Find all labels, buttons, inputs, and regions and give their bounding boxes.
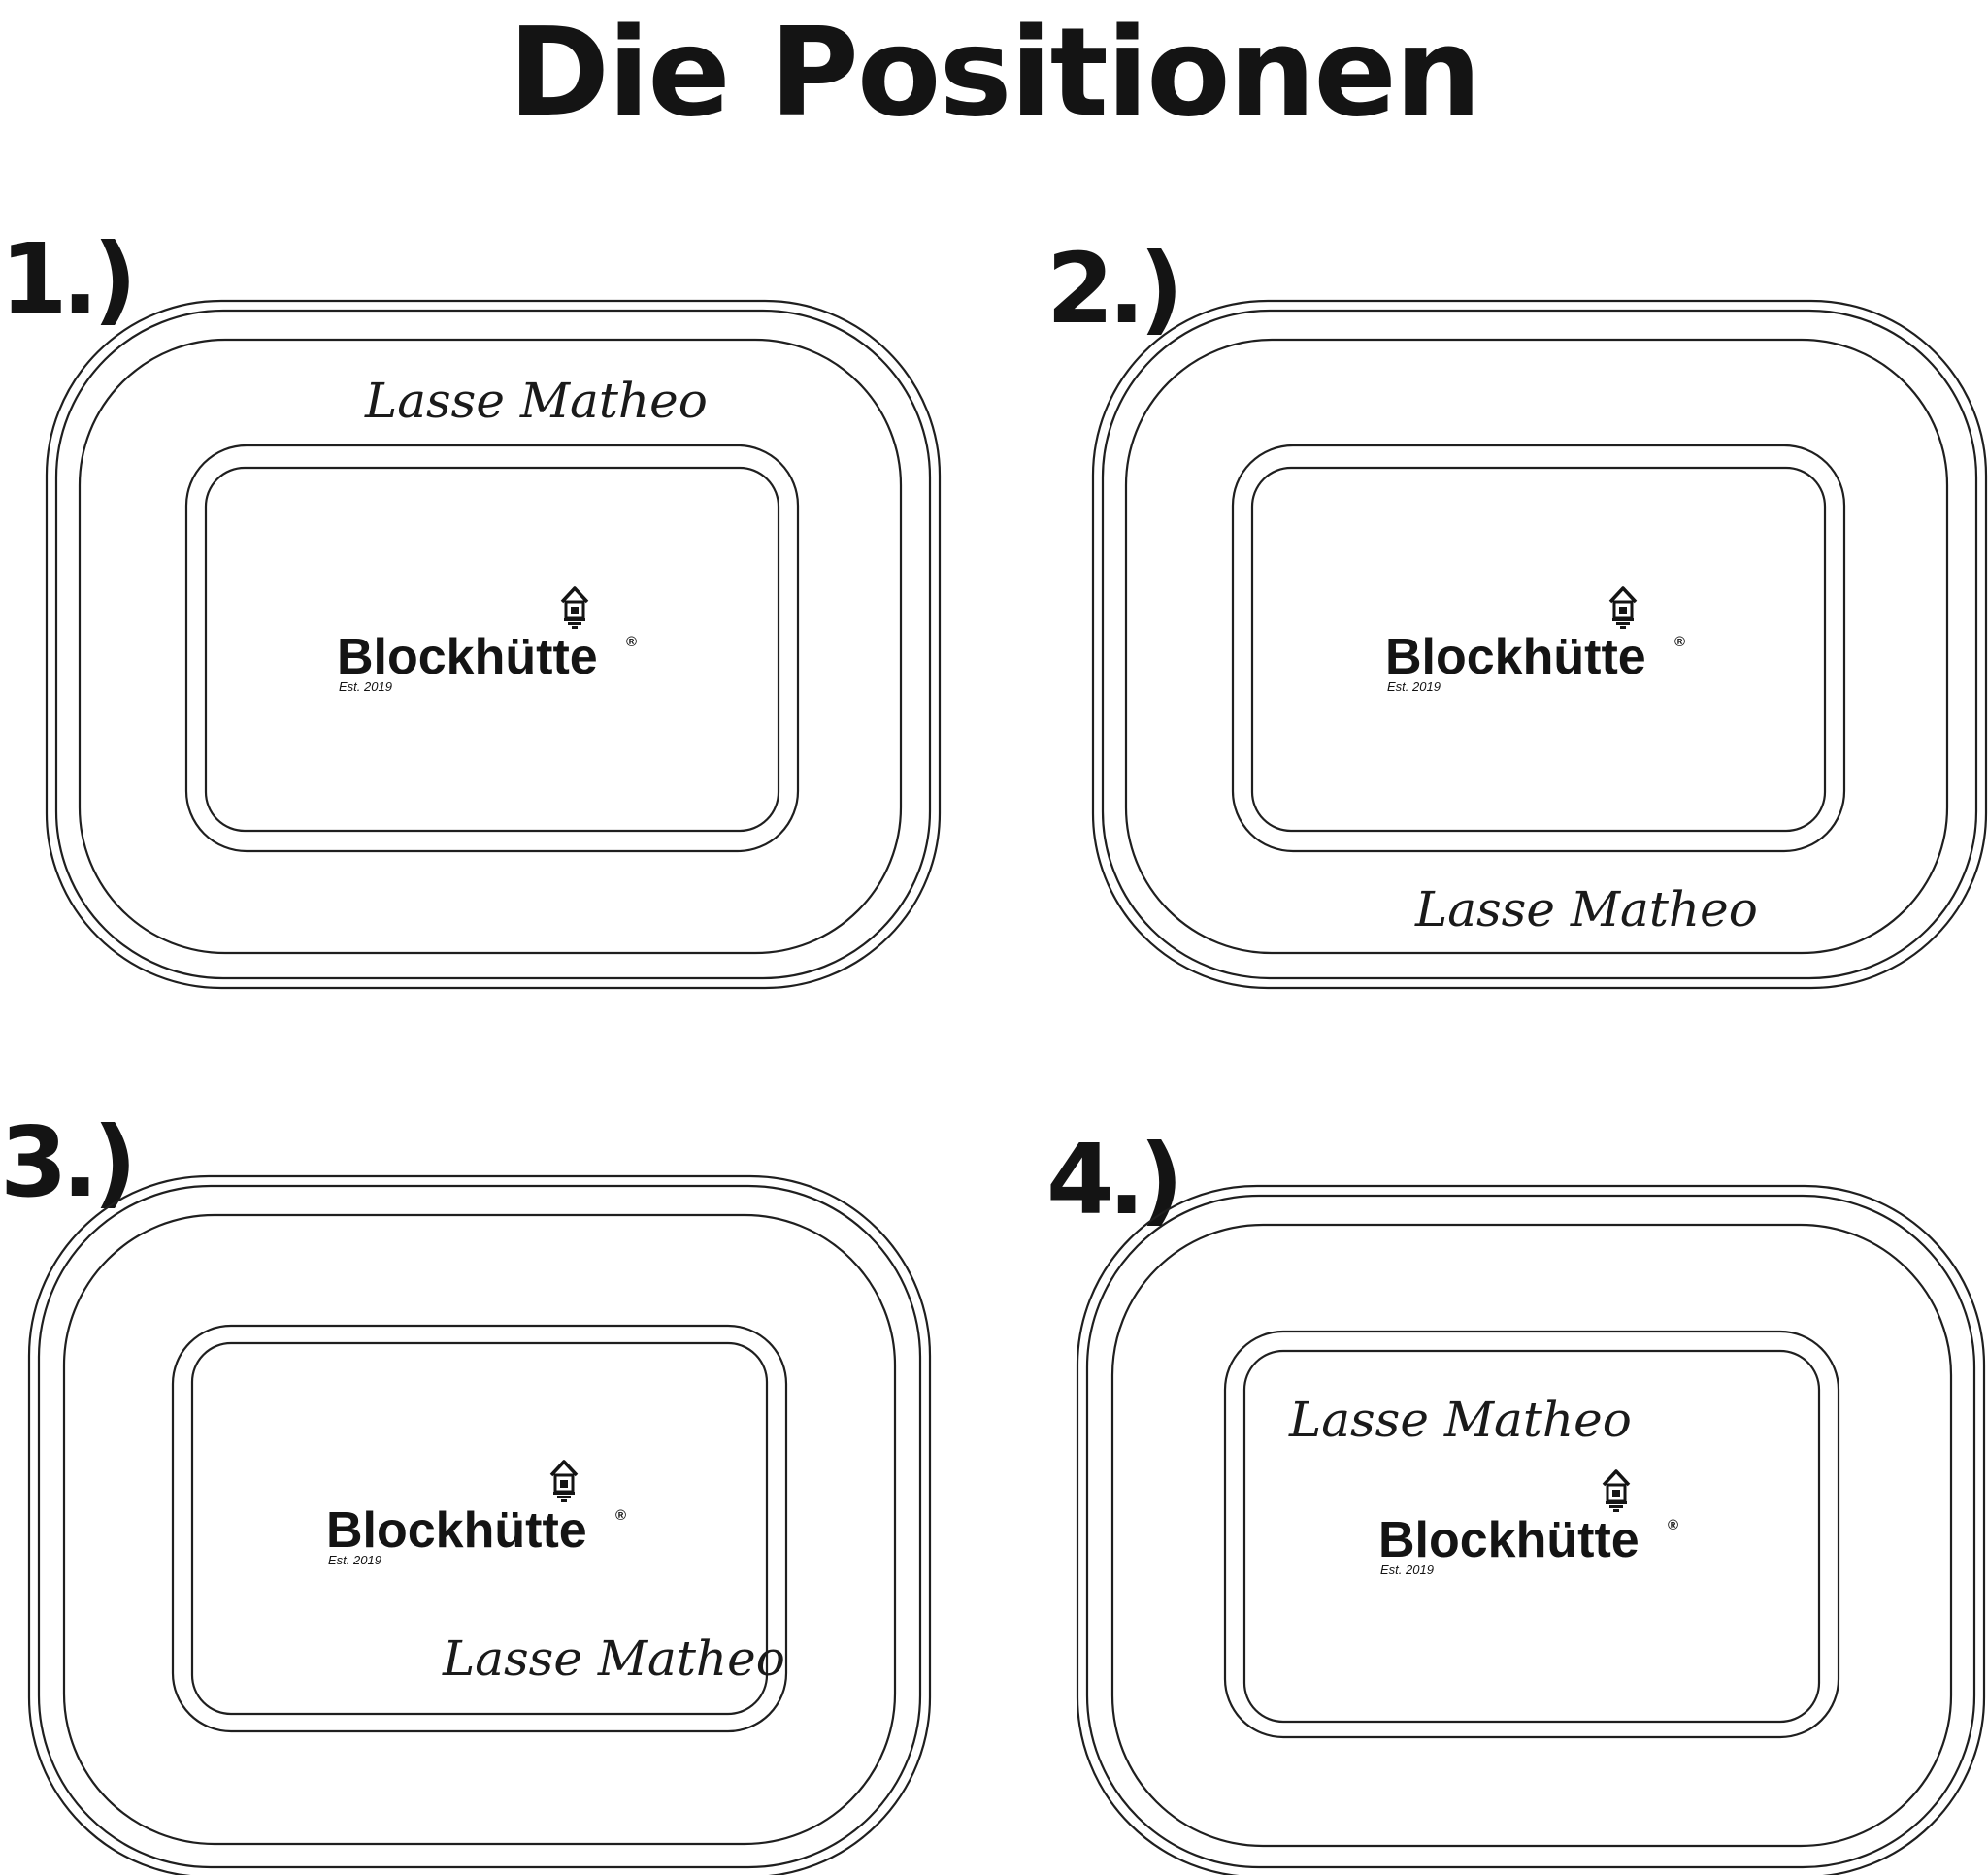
lunchbox-2 [1091, 299, 1988, 990]
logo-established: Est. 2019 [1387, 679, 1441, 694]
name-label-position-1: Lasse Matheo [364, 373, 708, 429]
log-cabin-icon [1602, 1469, 1631, 1514]
position-1-number: 1.) [0, 222, 137, 336]
name-label-position-2: Lasse Matheo [1414, 881, 1758, 938]
logo-brand: Blockhütte [337, 629, 598, 685]
log-cabin-icon [1608, 586, 1638, 631]
position-4-number: 4.) [1046, 1123, 1183, 1236]
page-title: Die Positionen [508, 1, 1481, 144]
logo-established: Est. 2019 [1380, 1562, 1434, 1577]
log-cabin-icon [549, 1460, 579, 1504]
blockhuette-logo-4: Blockhütte ® Est. 2019 [1378, 1469, 1678, 1577]
lunchbox-3 [27, 1174, 932, 1875]
logo-registered: ® [1674, 634, 1685, 650]
log-cabin-icon [560, 586, 589, 631]
logo-registered: ® [626, 634, 637, 650]
blockhuette-logo-3: Blockhütte ® Est. 2019 [326, 1460, 626, 1567]
lunchbox-4 [1076, 1184, 1986, 1875]
logo-brand: Blockhütte [1385, 629, 1646, 685]
logo-brand: Blockhütte [326, 1502, 587, 1559]
position-3-number: 3.) [0, 1105, 137, 1219]
logo-registered: ® [1668, 1517, 1678, 1533]
position-2-number: 2.) [1046, 232, 1183, 345]
logo-established: Est. 2019 [328, 1553, 381, 1567]
blockhuette-logo-2: Blockhütte ® Est. 2019 [1385, 586, 1685, 694]
logo-established: Est. 2019 [339, 679, 392, 694]
blockhuette-logo-1: Blockhütte ® Est. 2019 [337, 586, 637, 694]
lunchbox-1 [45, 299, 942, 990]
name-label-position-4: Lasse Matheo [1288, 1392, 1632, 1448]
logo-brand: Blockhütte [1378, 1512, 1640, 1568]
name-label-position-3: Lasse Matheo [442, 1630, 785, 1687]
logo-registered: ® [615, 1507, 626, 1524]
